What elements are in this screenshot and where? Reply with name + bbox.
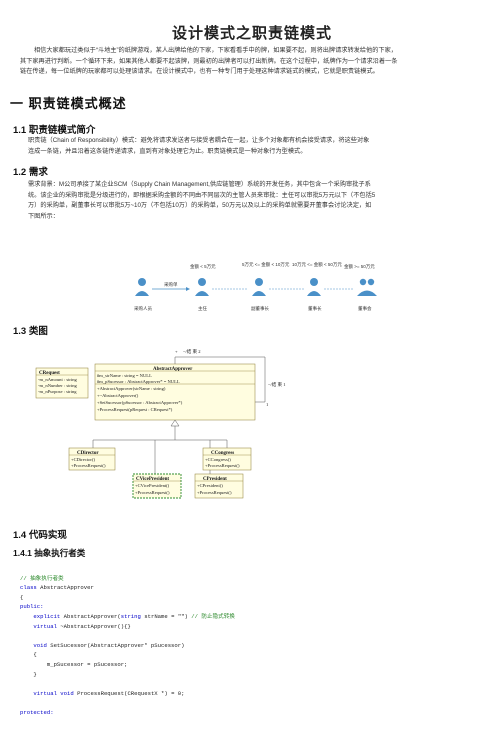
- code-keyword: protected:: [20, 708, 54, 716]
- code-text: }: [20, 670, 37, 678]
- code-comment: // 抽象执行者类: [20, 574, 64, 582]
- code-text: ~AbstractApprover(){}: [56, 622, 131, 630]
- intro-line: 其下家再进行判断。一个循环下来，如果其他人都要不起该牌，则最初的出牌者可以打出新…: [20, 57, 398, 65]
- svg-text:#m_strName : string = NULL: #m_strName : string = NULL: [97, 373, 152, 378]
- svg-text:+CPresident(): +CPresident(): [197, 483, 223, 488]
- svg-text:+CVicePresident(): +CVicePresident(): [135, 483, 170, 488]
- svg-text:+CDirector(): +CDirector(): [71, 457, 95, 462]
- requirement-line: 需求背景：M公司承接了某企业SCM（Supply Chain Managemen…: [28, 181, 371, 188]
- uml-class-crequest: CRequest -m_nAmount : string -m_nNumber …: [35, 367, 89, 399]
- uml-class-abstract-approver: AbstractApprover #m_strName : string = N…: [94, 363, 256, 421]
- code-keyword: void: [20, 641, 47, 649]
- svg-text:AbstractApprover: AbstractApprover: [153, 367, 193, 372]
- requirement-line: 统。该企业的采购审批是分级进行的，即根据采购金额的不同由不同层次的主管人员来审批…: [28, 191, 376, 199]
- svg-text:CRequest: CRequest: [39, 371, 60, 376]
- group-icon: [357, 278, 377, 296]
- definition-line: 连成一条链，并且沿着这条链传递请求，直到有对象处理它为止。职责链模式是一种对象行…: [28, 147, 307, 155]
- intro-line: 链在传递，每一位纸牌的玩家都可以处理该请求。在设计模式中，也有一种专门用于处理这…: [20, 68, 379, 75]
- code-keyword: string: [120, 612, 141, 620]
- code-blank: [20, 679, 235, 689]
- svg-text:+CCongress(): +CCongress(): [205, 457, 231, 462]
- definition-paragraph: 职责链（Chain of Responsibility）模式：避免将请求发送者与…: [20, 136, 490, 157]
- code-blank: [20, 698, 235, 708]
- code-keyword: class: [20, 584, 37, 592]
- flow-role-label: 主任: [198, 305, 207, 312]
- uml-inheritance-arrow: [170, 419, 180, 427]
- flow-condition-label: 10万元 <= 金额 < 50万元: [292, 261, 342, 268]
- uml-multiplicity-label: +: [175, 349, 178, 354]
- uml-class-ccongress: CCongress +CCongress() +ProcessRequest(): [202, 447, 252, 471]
- flow-role-label: 董事长: [308, 305, 322, 312]
- subsubsection-heading: 1.4.1 抽象执行者类: [13, 548, 86, 558]
- flow-role-label: 采购人员: [134, 305, 152, 312]
- page-title: 设计模式之职责链模式: [171, 25, 332, 42]
- code-text: {: [20, 593, 24, 601]
- requirement-paragraph: 需求背景：M公司承接了某企业SCM（Supply Chain Managemen…: [20, 180, 490, 222]
- person-icon: [195, 278, 209, 296]
- code-comment: // 防止隐式转换: [187, 612, 235, 620]
- svg-text:+ProcessRequest(): +ProcessRequest(): [197, 490, 232, 495]
- person-icon: [135, 278, 149, 296]
- flow-role-label: 副董事长: [251, 305, 269, 312]
- code-keyword: public:: [20, 603, 44, 611]
- uml-class-cdirector: CDirector +CDirector() +ProcessRequest(): [68, 447, 116, 471]
- person-icon: [307, 278, 321, 296]
- subsection-heading: 1.1 职责链模式简介: [13, 125, 96, 136]
- svg-text:+SetSucessor(pSucessor : Abstr: +SetSucessor(pSucessor : AbstractApprove…: [97, 400, 183, 405]
- approval-flow-diagram: 采购单 金额 < 5万元 5万元 <= 金额 < 10万元 10万元 <= 金额…: [134, 261, 377, 312]
- code-text: {: [20, 651, 37, 659]
- uml-multiplicity-label: 1: [266, 402, 269, 407]
- flow-request-label: 采购单: [164, 281, 178, 288]
- code-text: ProcessRequest(CRequestX *) = 0;: [73, 689, 185, 697]
- code-keyword: void: [56, 689, 74, 697]
- code-keyword: virtual: [20, 689, 57, 697]
- svg-text:CCongress: CCongress: [211, 451, 234, 456]
- uml-class-diagram: ~/结 束 2 + ~/结 束 1 1 CRequest -m_nAmount …: [35, 348, 286, 499]
- svg-text:CPresident: CPresident: [203, 477, 227, 482]
- svg-text:+ProcessRequest(pRequest : CRe: +ProcessRequest(pRequest : CRequest*): [97, 407, 173, 412]
- svg-text:+ProcessRequest(): +ProcessRequest(): [135, 490, 170, 495]
- flow-role-label: 董事会: [358, 305, 372, 312]
- flow-condition-label: 金额 >= 50万元: [344, 263, 375, 270]
- code-keyword: virtual: [20, 622, 57, 630]
- svg-text:-m_nAmount : string: -m_nAmount : string: [38, 377, 77, 382]
- svg-text:+~AbstractApprover(): +~AbstractApprover(): [97, 393, 139, 398]
- svg-text:+AbstractApprover(strName : st: +AbstractApprover(strName : string): [97, 386, 166, 391]
- code-blank: [20, 631, 235, 641]
- svg-text:CDirector: CDirector: [77, 451, 99, 456]
- uml-class-cpresident: CPresident +CPresident() +ProcessRequest…: [194, 473, 244, 499]
- subsection-heading: 1.4 代码实现: [13, 530, 67, 541]
- svg-text:CVicePresident: CVicePresident: [136, 477, 169, 482]
- svg-text:+ProcessRequest(): +ProcessRequest(): [71, 463, 106, 468]
- uml-association-label: ~/结 束 1: [268, 381, 286, 388]
- definition-line: 职责链（Chain of Responsibility）模式：避免将请求发送者与…: [28, 137, 370, 144]
- svg-text:-m_nPurpose : string: -m_nPurpose : string: [38, 389, 77, 394]
- uml-association-label: ~/结 束 2: [183, 348, 201, 355]
- uml-class-cvicepresident: CVicePresident +CVicePresident() +Proces…: [132, 473, 182, 499]
- code-text: SetSucessor(AbstractApprover* pSucessor): [46, 641, 185, 649]
- svg-text:+ProcessRequest(): +ProcessRequest(): [205, 463, 240, 468]
- subsection-heading: 1.3 类图: [13, 326, 48, 337]
- flow-condition-label: 金额 < 5万元: [190, 263, 216, 270]
- document-page: 设计模式之职责链模式 相信大家都玩过类似于“斗地主”的纸牌游戏，某人出牌给他的下…: [10, 25, 490, 716]
- intro-line: 相信大家都玩过类似于“斗地主”的纸牌游戏，某人出牌给他的下家，下家看看手中的牌，…: [34, 47, 397, 54]
- code-keyword: explicit: [20, 612, 61, 620]
- subsection-heading: 1.2 需求: [13, 167, 48, 178]
- requirement-line: 万）的采购单，副董事长可以审批5万~10万（不包括10万）的采购单，50万元以及…: [28, 202, 372, 209]
- person-icon: [252, 278, 266, 296]
- svg-text:#m_pSucessor : AbstractApprove: #m_pSucessor : AbstractApprover* = NULL: [97, 379, 180, 384]
- svg-text:-m_nNumber : string: -m_nNumber : string: [38, 383, 77, 388]
- code-text: m_pSucessor = pSucessor;: [20, 660, 128, 668]
- code-text: AbstractApprover(: [60, 612, 121, 620]
- requirement-line: 下图所示：: [28, 212, 59, 220]
- code-text: strName = ""): [140, 612, 188, 620]
- flow-arrowhead: [186, 287, 190, 291]
- code-text: AbstractApprover: [36, 584, 94, 592]
- flow-condition-label: 5万元 <= 金额 < 10万元: [242, 261, 290, 268]
- intro-paragraph: 相信大家都玩过类似于“斗地主”的纸牌游戏，某人出牌给他的下家，下家看看手中的牌，…: [20, 46, 490, 78]
- section-heading: 一 职责链模式概述: [10, 96, 127, 111]
